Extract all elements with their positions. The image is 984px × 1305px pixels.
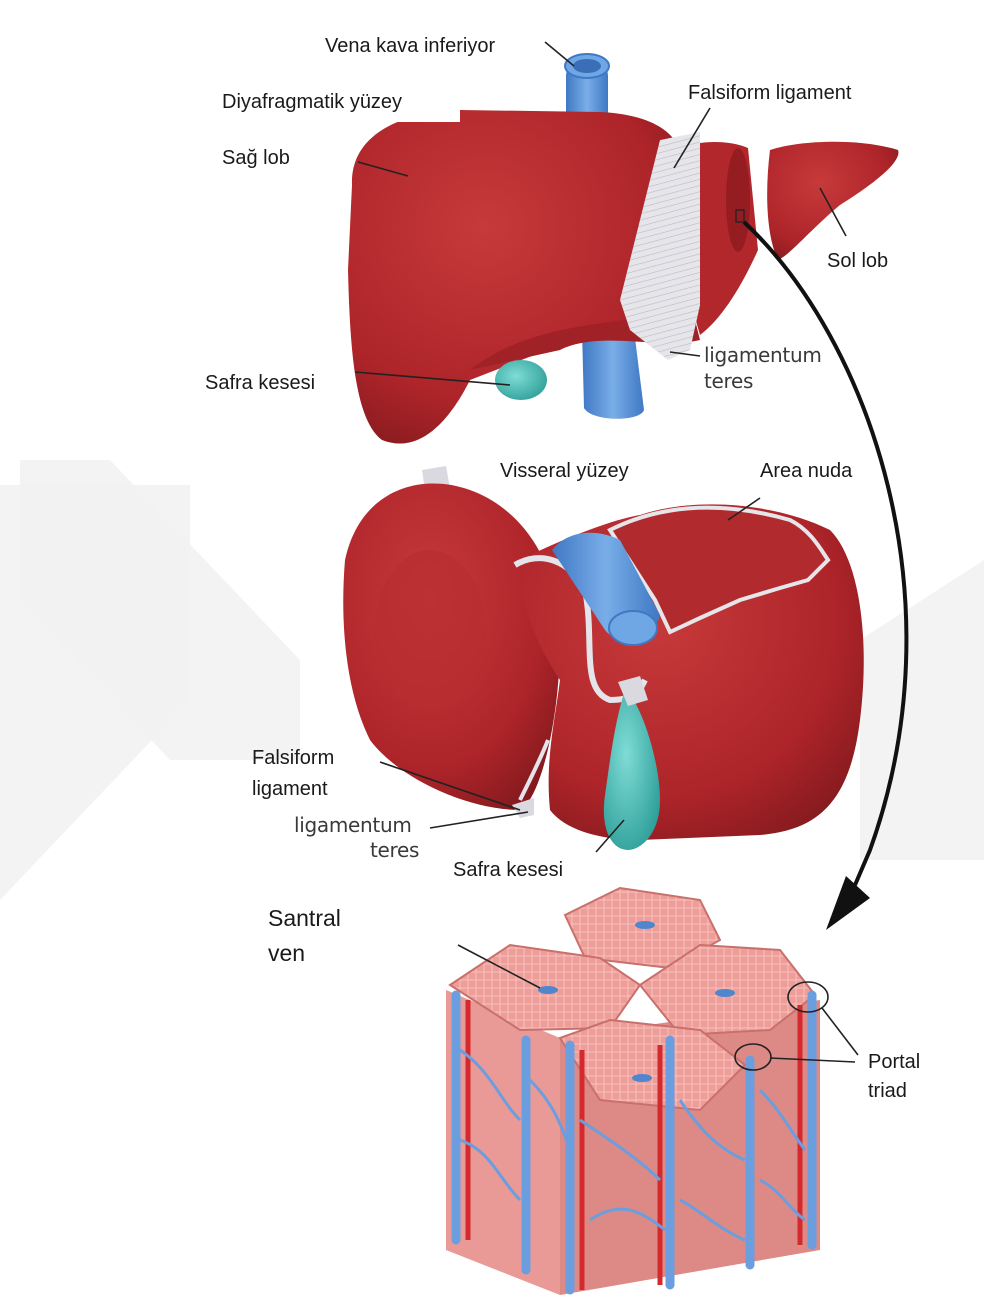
label-central-vein-1: Santral (268, 907, 341, 930)
label-gallbladder-top: Safra kesesi (205, 373, 315, 393)
label-ligamentum-teres-top-2: teres (704, 371, 753, 391)
label-falciform-ligament-bottom-2: ligament (252, 779, 328, 799)
left-lobe (767, 142, 898, 260)
label-ligamentum-teres-bottom-2: teres (370, 840, 419, 860)
liver-lobule-block (446, 888, 858, 1295)
central-vein (635, 921, 655, 929)
label-gallbladder-bottom: Safra kesesi (453, 860, 563, 880)
label-central-vein-2: ven (268, 942, 305, 965)
label-diaphragmatic-surface: Diyafragmatik yüzey (222, 92, 402, 112)
label-visceral-surface: Visseral yüzey (500, 461, 629, 481)
label-right-lobe: Sağ lob (222, 148, 290, 168)
label-ligamentum-teres-top-1: ligamentum (704, 345, 822, 365)
inferior-vena-cava-lower (582, 330, 644, 419)
label-falciform-ligament-top: Falsiform ligament (688, 83, 851, 103)
label-left-lobe: Sol lob (827, 251, 888, 271)
label-falciform-ligament-bottom-1: Falsiform (252, 748, 334, 768)
label-vena-cava-inferior: Vena kava inferiyor (325, 36, 495, 56)
liver-visceral-view (343, 466, 863, 852)
gallbladder-upper (495, 360, 547, 400)
label-area-nuda: Area nuda (760, 461, 852, 481)
label-portal-triad-1: Portal (868, 1052, 920, 1072)
label-ligamentum-teres-bottom-1: ligamentum (294, 815, 412, 835)
label-portal-triad-2: triad (868, 1081, 907, 1101)
